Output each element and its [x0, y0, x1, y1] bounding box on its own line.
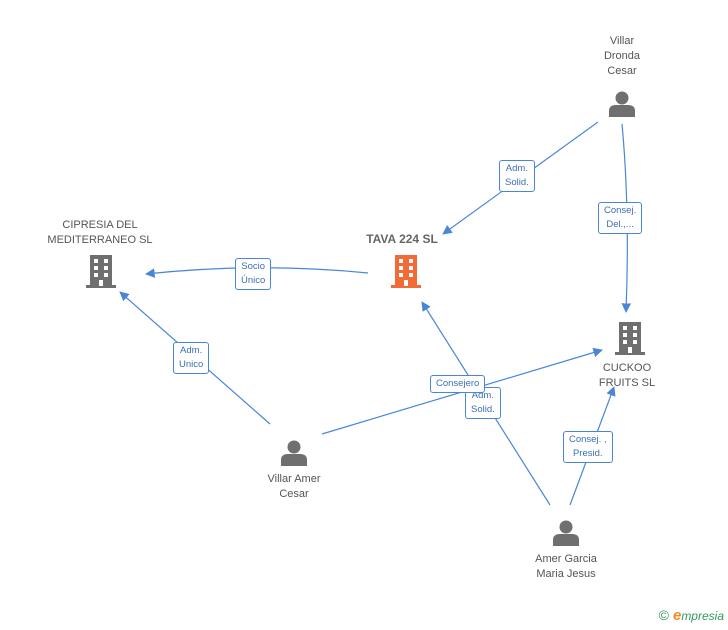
edge-label[interactable]: Consejero — [430, 375, 486, 393]
node-label-cipresia[interactable]: CIPRESIA DEL MEDITERRANEO SL — [47, 219, 153, 246]
node-label-villar-dronda[interactable]: Villar Dronda Cesar — [603, 35, 641, 77]
edge-label[interactable]: Adm. Solid. — [499, 160, 535, 192]
person-icon[interactable] — [281, 440, 307, 467]
building-icon[interactable] — [86, 255, 116, 288]
edge-label[interactable]: Consej. , Presid. — [563, 431, 613, 463]
person-icon[interactable] — [553, 520, 579, 547]
edge-label[interactable]: Consej. Del.,... — [598, 202, 643, 234]
building-icon[interactable] — [391, 255, 421, 288]
node-label-villar-amer[interactable]: Villar Amer Cesar — [267, 473, 321, 500]
copyright-symbol: © — [658, 607, 669, 623]
edge-label[interactable]: Socio Único — [235, 258, 272, 290]
edge-label[interactable]: Adm. Unico — [173, 342, 210, 374]
node-label-amer-garcia[interactable]: Amer Garcia Maria Jesus — [535, 553, 597, 580]
person-icon[interactable] — [609, 91, 635, 118]
footer-brand: ©empresia — [659, 607, 724, 624]
building-icon[interactable] — [615, 322, 645, 355]
node-label-cuckoo[interactable]: CUCKOO FRUITS SL — [598, 362, 656, 389]
node-label-tava[interactable]: TAVA 224 SL — [366, 232, 438, 246]
brand-logo-text: mpresia — [681, 609, 724, 623]
brand-logo-initial: e — [672, 607, 682, 624]
